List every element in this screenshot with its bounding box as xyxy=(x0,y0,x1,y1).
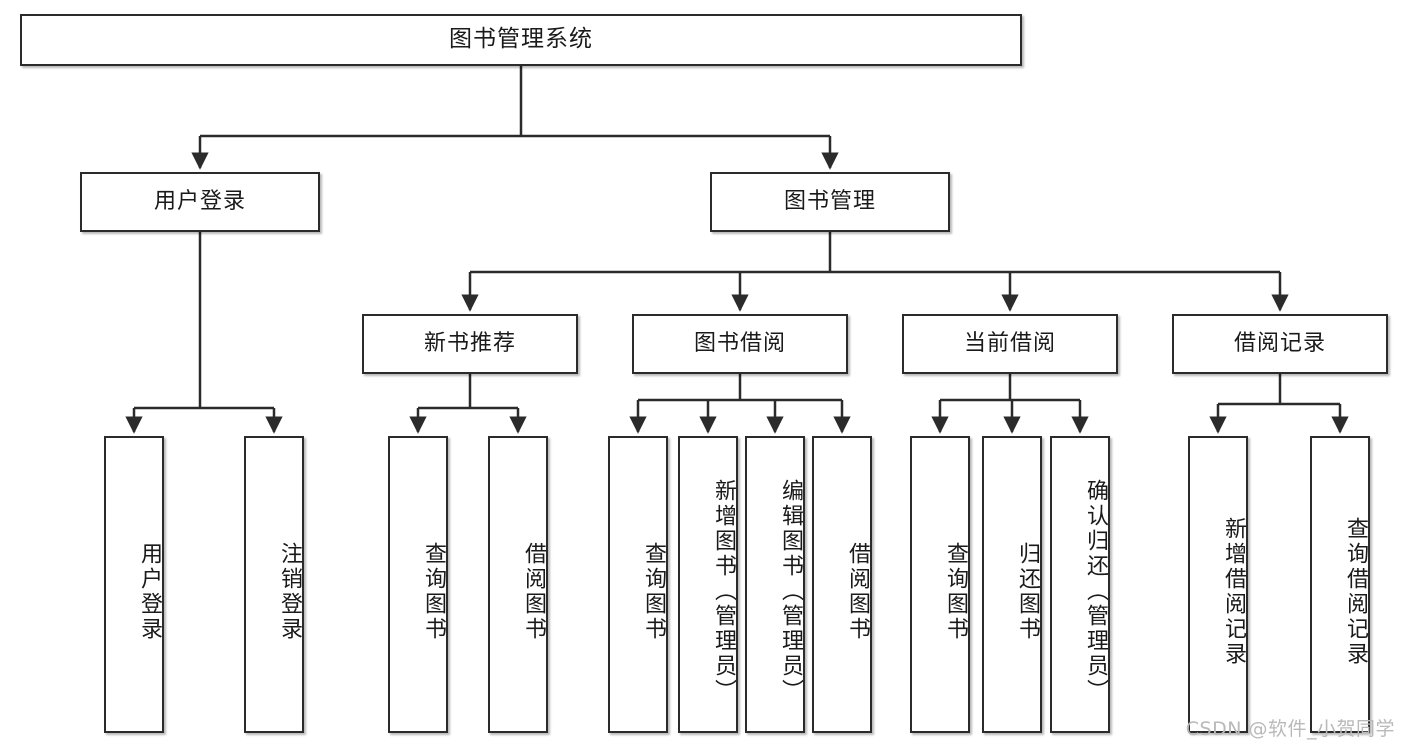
node-label: 当前借阅 xyxy=(963,330,1056,356)
node-leaf-borrow-book-b[interactable]: 借阅图书 xyxy=(812,436,872,733)
node-label: 确认归还（管理员） xyxy=(1083,479,1108,704)
node-label: 借阅记录 xyxy=(1233,330,1326,356)
node-leaf-add-borrow-record[interactable]: 新增借阅记录 xyxy=(1188,436,1248,733)
node-leaf-logout-login[interactable]: 注销登录 xyxy=(244,436,304,733)
node-leaf-query-book-a[interactable]: 查询图书 xyxy=(388,436,448,733)
node-label: 查询图书 xyxy=(641,541,666,642)
node-label: 查询借阅记录 xyxy=(1343,516,1368,667)
csdn-watermark: CSDN @软件_小贺同学 xyxy=(1185,718,1395,740)
node-label: 新增借阅记录 xyxy=(1221,516,1246,667)
node-label: 编辑图书（管理员） xyxy=(778,479,803,704)
node-label: 注销登录 xyxy=(277,541,302,642)
node-leaf-user-login[interactable]: 用户登录 xyxy=(104,436,164,733)
node-label: 归还图书 xyxy=(1015,541,1040,642)
node-label: 查询图书 xyxy=(421,541,446,642)
node-leaf-query-borrow-record[interactable]: 查询借阅记录 xyxy=(1310,436,1370,733)
node-root-book-management-system[interactable]: 图书管理系统 xyxy=(20,14,1022,66)
node-book-management[interactable]: 图书管理 xyxy=(710,172,950,232)
node-label: 新增图书（管理员） xyxy=(711,479,736,704)
node-book-borrow[interactable]: 图书借阅 xyxy=(632,314,848,374)
node-label: 查询图书 xyxy=(943,541,968,642)
node-new-book-recommend[interactable]: 新书推荐 xyxy=(362,314,578,374)
node-label: 借阅图书 xyxy=(845,541,870,642)
node-leaf-query-book-b[interactable]: 查询图书 xyxy=(608,436,668,733)
node-label: 借阅图书 xyxy=(521,541,546,642)
node-current-borrow[interactable]: 当前借阅 xyxy=(902,314,1118,374)
node-leaf-add-book-admin[interactable]: 新增图书（管理员） xyxy=(678,436,738,733)
node-leaf-confirm-return-admin[interactable]: 确认归还（管理员） xyxy=(1050,436,1110,733)
node-leaf-borrow-book-a[interactable]: 借阅图书 xyxy=(488,436,548,733)
node-leaf-edit-book-admin[interactable]: 编辑图书（管理员） xyxy=(745,436,805,733)
node-label: 新书推荐 xyxy=(423,330,516,356)
node-user-login[interactable]: 用户登录 xyxy=(80,172,320,232)
node-label: 图书管理 xyxy=(783,188,876,214)
node-label: 图书借阅 xyxy=(693,330,786,356)
node-borrow-record[interactable]: 借阅记录 xyxy=(1172,314,1388,374)
node-label: 用户登录 xyxy=(153,188,246,214)
node-leaf-query-book-c[interactable]: 查询图书 xyxy=(910,436,970,733)
node-label: 用户登录 xyxy=(137,541,162,642)
node-label: 图书管理系统 xyxy=(449,26,593,53)
node-leaf-return-book[interactable]: 归还图书 xyxy=(982,436,1042,733)
